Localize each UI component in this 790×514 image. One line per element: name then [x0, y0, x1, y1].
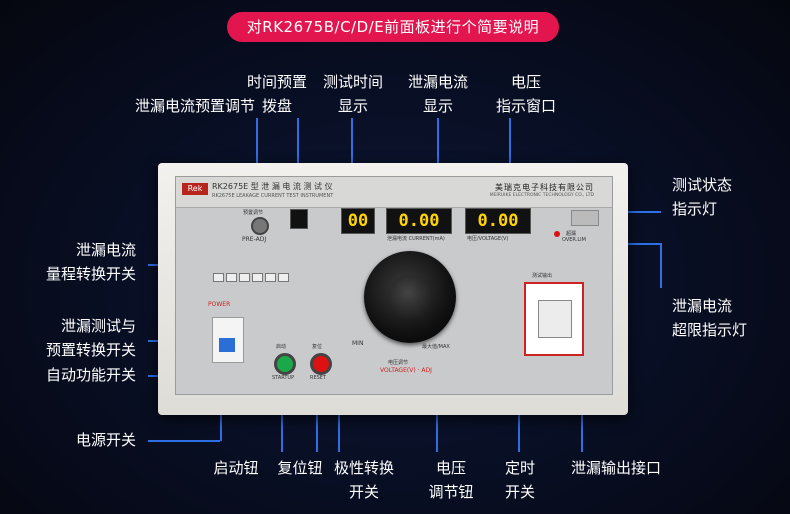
range-switch-1[interactable] — [213, 273, 224, 282]
label-timer-switch: 定时开关 — [504, 459, 535, 501]
startup-label: STARTUP — [272, 375, 295, 381]
brand-logo: Rek — [182, 183, 208, 195]
label-voltage-window: 电压指示窗口 — [495, 73, 556, 115]
auto-function-switch[interactable] — [252, 273, 263, 282]
front-panel: Rek RK2675E 型 泄 漏 电 流 测 试 仪 RK2675E LEAK… — [175, 176, 613, 395]
label-polarity-switch: 极性转换开关 — [333, 459, 394, 501]
leader-overlimit-v — [660, 243, 662, 288]
reset-button[interactable] — [310, 353, 332, 375]
time-preset-dial[interactable] — [290, 209, 308, 229]
company-name: 美瑞克电子科技有限公司 — [495, 183, 594, 192]
min-label: MIN — [352, 340, 364, 347]
label-voltage-knob: 电压调节钮 — [428, 459, 474, 501]
label-auto-function: 自动功能开关 — [45, 366, 136, 384]
overlimit-en-label: OVER.LIM — [562, 237, 586, 243]
label-range-switch: 泄漏电流量程转换开关 — [45, 241, 136, 283]
leader-start — [281, 392, 283, 452]
pre-adj-label: PRE-ADJ — [242, 236, 267, 243]
leakage-current-display: 0.00 — [386, 208, 452, 234]
label-preset-adjust: 泄漏电流预置调节 — [135, 97, 256, 115]
overlimit-label: 超漏 — [566, 231, 577, 237]
reset-label: RESET — [310, 375, 327, 381]
label-power-switch: 电源开关 — [75, 431, 136, 449]
current-unit-label: 泄漏电流 CURRENT(mA) — [387, 236, 445, 242]
leader-time-dial — [297, 118, 299, 204]
label-leak-display: 泄漏电流显示 — [407, 73, 468, 115]
voltage-unit-label: 电压/VOLTAGE(V) — [467, 236, 509, 242]
panel-header: Rek RK2675E 型 泄 漏 电 流 测 试 仪 RK2675E LEAK… — [176, 177, 612, 208]
label-overlimit-light: 泄漏电流超限指示灯 — [672, 297, 748, 339]
reset-cn-label: 复位 — [312, 344, 323, 350]
leakage-output-socket[interactable] — [524, 282, 584, 356]
start-button[interactable] — [274, 353, 296, 375]
test-time-display: 00 — [341, 208, 375, 234]
max-label: 最大值/MAX — [422, 344, 450, 350]
power-label: POWER — [208, 301, 231, 308]
label-time-dial: 时间预置拨盘 — [246, 73, 307, 115]
preset-adjust-knob[interactable] — [251, 217, 269, 235]
model-name: RK2675E 型 泄 漏 电 流 测 试 仪 — [212, 182, 333, 191]
range-switch-2[interactable] — [226, 273, 237, 282]
breaker-toggle[interactable] — [219, 338, 235, 352]
leader-reset — [316, 392, 318, 452]
leakage-tester-device: Rek RK2675E 型 泄 漏 电 流 测 试 仪 RK2675E LEAK… — [158, 163, 628, 415]
leader-power — [148, 440, 220, 442]
leader-test-time — [351, 118, 353, 194]
label-start-button: 启动钮 — [213, 459, 259, 477]
test-output-label: 测试输出 — [532, 273, 553, 279]
timer-switch[interactable] — [278, 273, 289, 282]
polarity-switch[interactable] — [265, 273, 276, 282]
leader-leak-disp — [437, 118, 439, 188]
power-breaker-switch[interactable] — [212, 317, 244, 363]
company-name-en: MEIRUIKE ELECTRONIC TECHNOLOGY CO., LTD — [489, 193, 594, 198]
model-name-en: RK2675E LEAKAGE CURRENT TEST INSTRUMENT — [212, 193, 334, 199]
label-test-time: 测试时间显示 — [322, 73, 383, 115]
leader-voltage — [509, 118, 511, 188]
label-test-preset-switch: 泄漏测试与预置转换开关 — [45, 317, 136, 359]
test-status-light — [571, 210, 599, 226]
label-status-light: 测试状态指示灯 — [672, 176, 733, 218]
page-title: 对RK2675B/C/D/E前面板进行个简要说明 — [227, 12, 559, 42]
label-output-socket: 泄漏输出接口 — [570, 459, 661, 477]
start-cn-label: 启动 — [276, 344, 287, 350]
knob-center — [388, 275, 432, 319]
label-reset-button: 复位钮 — [277, 459, 323, 477]
overlimit-light — [554, 231, 560, 237]
voltage-display: 0.00 — [465, 208, 531, 234]
test-preset-switch[interactable] — [239, 273, 250, 282]
preset-top-label: 预置调节 — [243, 210, 264, 216]
voltage-adjust-knob[interactable] — [364, 251, 456, 343]
socket-face — [538, 300, 572, 338]
voltage-adj-cn-label: 电压调节 — [388, 360, 409, 366]
voltage-adj-label: VOLTAGE(V) · ADJ — [380, 367, 432, 374]
